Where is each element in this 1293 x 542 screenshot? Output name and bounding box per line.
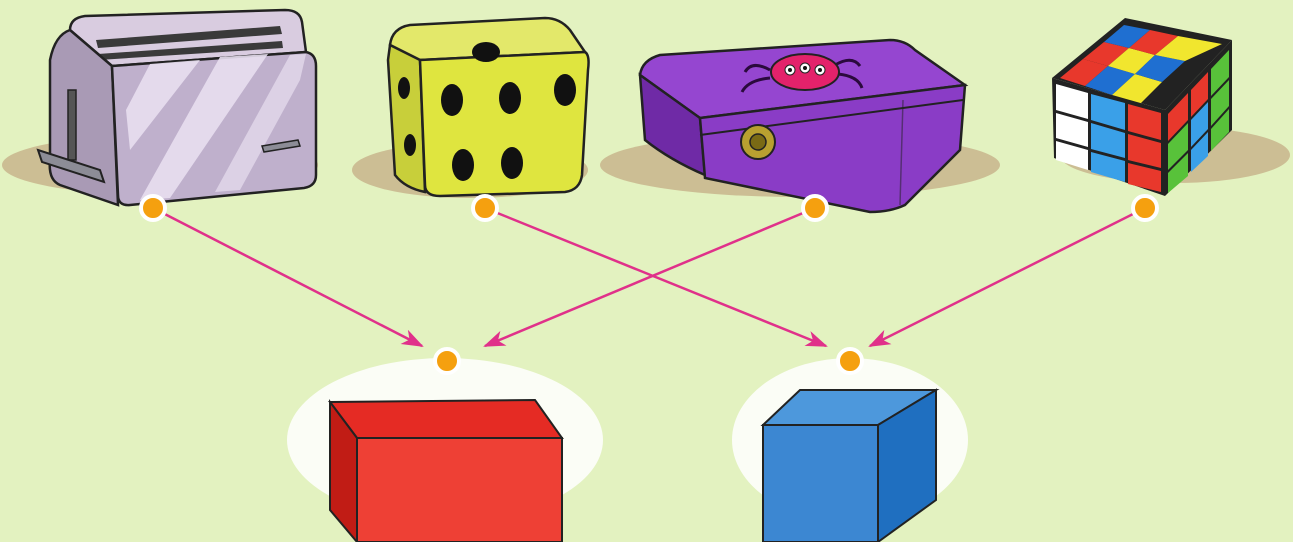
rubiks-cube-icon (1052, 18, 1290, 196)
cuboid-dot[interactable] (433, 347, 461, 375)
arrow-spider-box-to-cuboid (483, 206, 816, 348)
arrow-dice-to-cube (484, 206, 828, 348)
toaster-icon (2, 8, 318, 207)
dice-dot[interactable] (471, 194, 499, 222)
dice-icon (352, 16, 590, 198)
cube-dot[interactable] (836, 347, 864, 375)
spider-box-dot[interactable] (801, 194, 829, 222)
arrow-toaster-to-cuboid (152, 206, 424, 348)
toaster-dot[interactable] (139, 194, 167, 222)
arrow-rubiks-cube-to-cube (868, 206, 1146, 348)
spider-box-icon (600, 38, 1000, 214)
object-dots (139, 194, 1159, 222)
rubiks-cube-dot[interactable] (1131, 194, 1159, 222)
red-cuboid-icon (328, 398, 564, 542)
blue-cube-icon (760, 388, 940, 542)
